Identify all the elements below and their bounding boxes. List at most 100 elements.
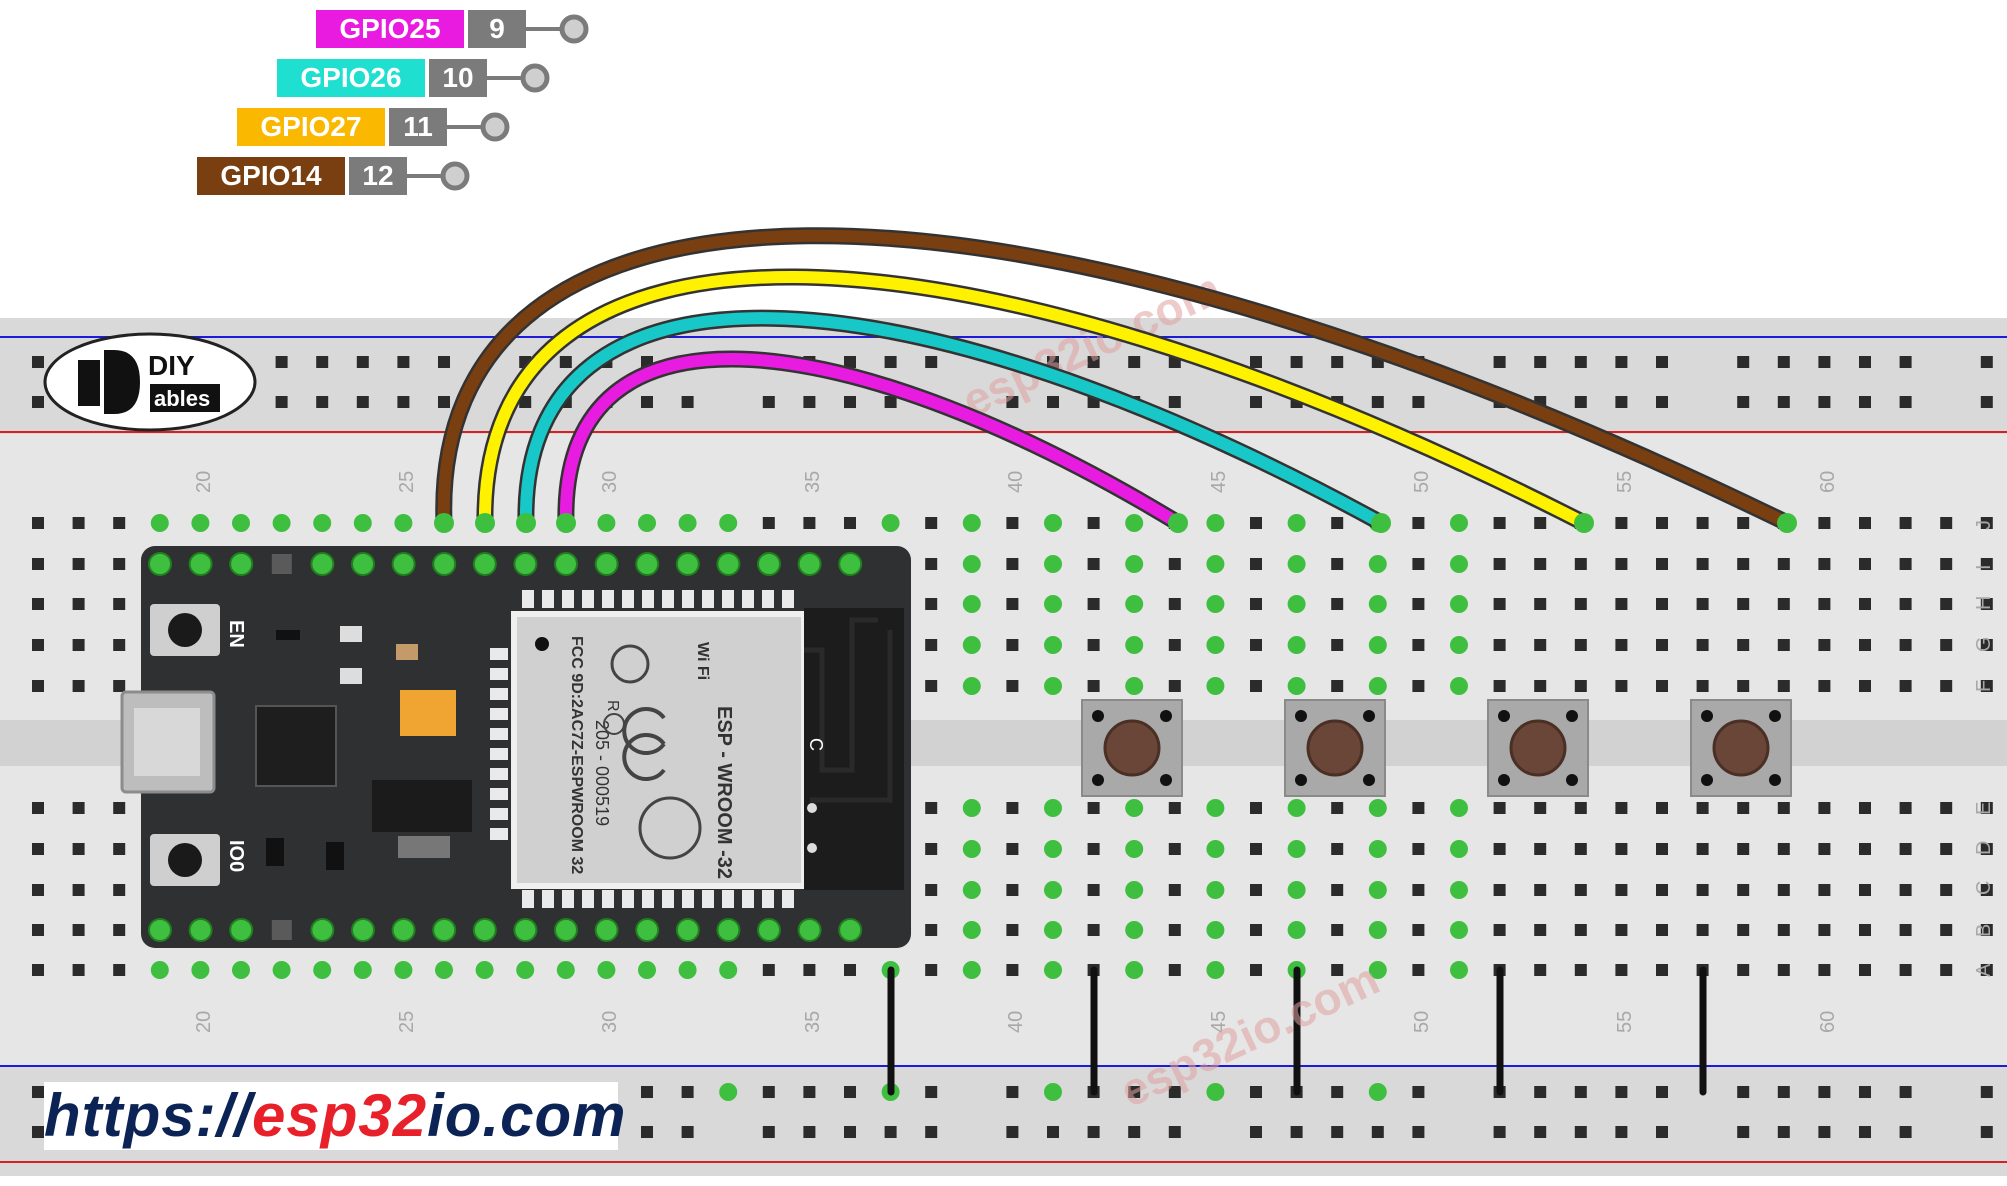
breadboard-hole[interactable] (1250, 598, 1262, 610)
breadboard-hole[interactable] (1493, 843, 1506, 855)
breadboard-hole[interactable] (1412, 517, 1425, 529)
breadboard-hole[interactable] (1777, 639, 1790, 651)
breadboard-hole[interactable] (1574, 680, 1587, 692)
rail-hole[interactable] (1250, 1126, 1262, 1138)
rail-hole[interactable] (32, 356, 44, 368)
breadboard-hole[interactable] (1087, 558, 1100, 570)
breadboard-hole[interactable] (1331, 843, 1344, 855)
rail-hole[interactable] (397, 396, 410, 408)
breadboard-hole[interactable] (803, 964, 816, 976)
rail-hole[interactable] (1331, 1126, 1344, 1138)
breadboard-hole[interactable] (1087, 598, 1100, 610)
rail-hole[interactable] (1371, 1126, 1384, 1138)
breadboard-hole[interactable] (844, 517, 856, 529)
rail-hole[interactable] (1168, 396, 1181, 408)
rail-hole[interactable] (1087, 356, 1100, 368)
rail-hole[interactable] (1534, 356, 1547, 368)
breadboard-hole[interactable] (1574, 598, 1587, 610)
breadboard-hole[interactable] (32, 802, 44, 814)
breadboard-hole[interactable] (1656, 924, 1668, 936)
breadboard-hole[interactable] (72, 558, 85, 570)
breadboard-hole[interactable] (1940, 924, 1953, 936)
rail-hole[interactable] (803, 396, 816, 408)
rail-hole[interactable] (438, 356, 450, 368)
breadboard-hole[interactable] (1168, 924, 1181, 936)
rail-hole[interactable] (316, 356, 329, 368)
breadboard-hole[interactable] (1899, 802, 1912, 814)
breadboard-hole[interactable] (1006, 924, 1019, 936)
breadboard-hole[interactable] (1656, 680, 1668, 692)
breadboard-hole[interactable] (1859, 964, 1871, 976)
rail-hole[interactable] (1168, 1086, 1181, 1098)
rail-hole[interactable] (762, 396, 775, 408)
breadboard-hole[interactable] (113, 843, 126, 855)
breadboard-hole[interactable] (1412, 680, 1425, 692)
breadboard-hole[interactable] (1250, 843, 1262, 855)
breadboard-hole[interactable] (925, 802, 938, 814)
breadboard-hole[interactable] (72, 802, 85, 814)
breadboard-hole[interactable] (1818, 558, 1831, 570)
breadboard-hole[interactable] (1493, 598, 1506, 610)
breadboard-hole[interactable] (1899, 639, 1912, 651)
breadboard-hole[interactable] (1980, 517, 1993, 529)
breadboard-hole[interactable] (1615, 639, 1628, 651)
breadboard-hole[interactable] (1899, 843, 1912, 855)
rail-hole[interactable] (32, 1126, 44, 1138)
breadboard-hole[interactable] (1980, 598, 1993, 610)
breadboard-hole[interactable] (1696, 517, 1709, 529)
breadboard-hole[interactable] (1737, 802, 1750, 814)
breadboard-hole[interactable] (1168, 802, 1181, 814)
rail-hole[interactable] (1737, 396, 1750, 408)
breadboard-hole[interactable] (1737, 884, 1750, 896)
rail-hole[interactable] (32, 1086, 44, 1098)
breadboard-hole[interactable] (113, 964, 126, 976)
rail-hole[interactable] (1777, 356, 1790, 368)
rail-hole[interactable] (1859, 396, 1871, 408)
breadboard-hole[interactable] (1737, 517, 1750, 529)
breadboard-hole[interactable] (1615, 924, 1628, 936)
breadboard-hole[interactable] (1696, 924, 1709, 936)
breadboard-hole[interactable] (1737, 924, 1750, 936)
rail-hole[interactable] (1859, 1086, 1871, 1098)
rail-hole[interactable] (641, 1126, 653, 1138)
breadboard-hole[interactable] (1534, 802, 1547, 814)
breadboard-hole[interactable] (1818, 884, 1831, 896)
breadboard-hole[interactable] (32, 884, 44, 896)
breadboard-hole[interactable] (1087, 517, 1100, 529)
breadboard-hole[interactable] (1777, 924, 1790, 936)
breadboard-hole[interactable] (1899, 517, 1912, 529)
breadboard-hole[interactable] (1737, 680, 1750, 692)
rail-hole[interactable] (1859, 1126, 1871, 1138)
rail-hole[interactable] (1980, 396, 1993, 408)
rail-hole[interactable] (1615, 1086, 1628, 1098)
rail-hole[interactable] (438, 396, 450, 408)
breadboard-hole[interactable] (1818, 680, 1831, 692)
breadboard-hole[interactable] (1859, 843, 1871, 855)
rail-hole[interactable] (803, 1086, 816, 1098)
rail-hole[interactable] (1128, 1086, 1141, 1098)
breadboard-hole[interactable] (1250, 558, 1262, 570)
breadboard-hole[interactable] (1696, 843, 1709, 855)
breadboard-hole[interactable] (1737, 964, 1750, 976)
breadboard-hole[interactable] (1574, 802, 1587, 814)
breadboard-hole[interactable] (1006, 843, 1019, 855)
breadboard-hole[interactable] (1615, 964, 1628, 976)
breadboard-hole[interactable] (1534, 639, 1547, 651)
rail-hole[interactable] (1290, 356, 1303, 368)
rail-hole[interactable] (844, 356, 856, 368)
breadboard-hole[interactable] (1656, 598, 1668, 610)
breadboard-hole[interactable] (1006, 680, 1019, 692)
rail-hole[interactable] (641, 396, 653, 408)
breadboard-hole[interactable] (72, 964, 85, 976)
rail-hole[interactable] (1777, 396, 1790, 408)
rail-hole[interactable] (925, 1126, 938, 1138)
rail-hole[interactable] (356, 396, 369, 408)
breadboard-hole[interactable] (925, 680, 938, 692)
rail-hole[interactable] (356, 356, 369, 368)
breadboard-hole[interactable] (1534, 558, 1547, 570)
breadboard-hole[interactable] (1940, 598, 1953, 610)
breadboard-hole[interactable] (1615, 558, 1628, 570)
breadboard-hole[interactable] (1899, 884, 1912, 896)
rail-hole[interactable] (1737, 1086, 1750, 1098)
breadboard-hole[interactable] (1859, 680, 1871, 692)
